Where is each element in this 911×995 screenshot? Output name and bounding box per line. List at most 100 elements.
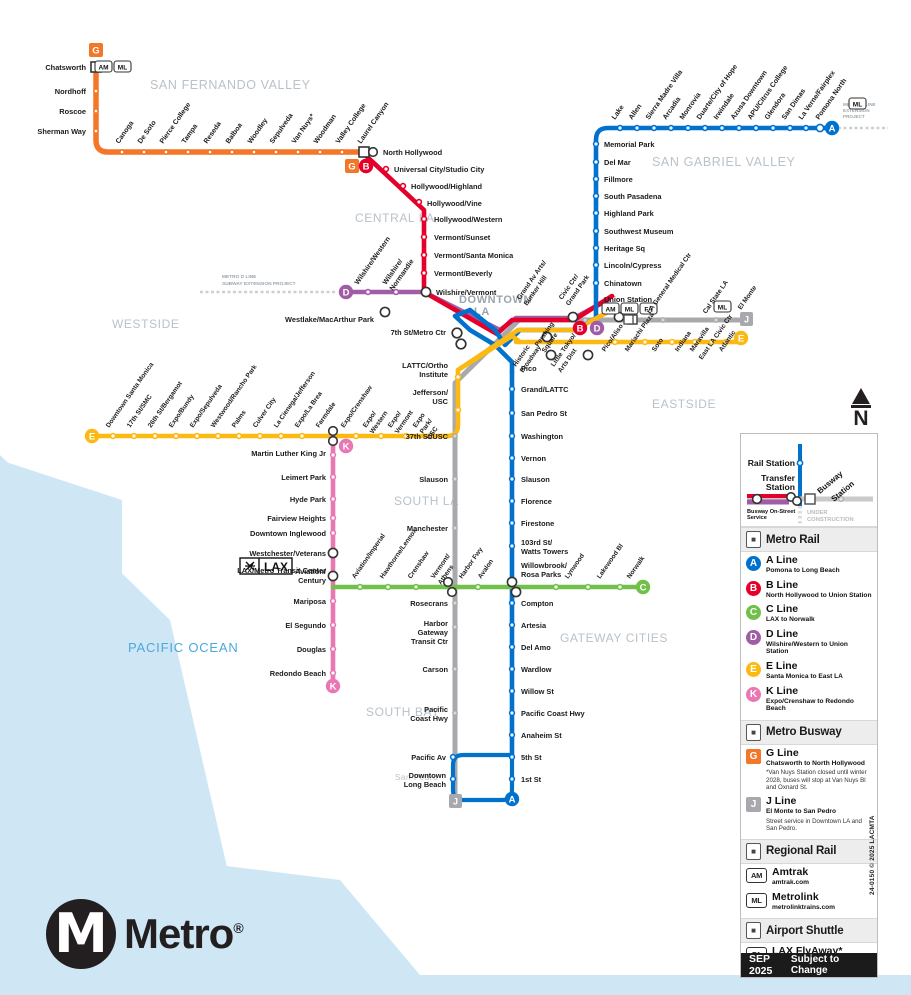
legend-line-desc: Expo/Crenshaw to Redondo Beach (766, 697, 854, 713)
key-transfer-station-dot (751, 493, 763, 505)
line-endpoint-bullets: G G B D B D A A E E K K C J (84, 43, 840, 808)
station-dot (352, 432, 360, 440)
rail-icon: ■ (746, 531, 761, 548)
station-label: Slauson (419, 475, 448, 484)
key-busway-onstreet-label2: Service (747, 515, 767, 521)
station-dot (384, 583, 392, 591)
station-dot (582, 317, 588, 323)
station-dot (235, 432, 243, 440)
station-dot (412, 583, 420, 591)
station-dot (420, 233, 428, 241)
station-dot (592, 140, 600, 148)
station-label: Mariposa (294, 597, 327, 606)
station-label: Sherman Way (37, 127, 86, 136)
station-label: Institute (419, 370, 448, 379)
north-arrow-bar (851, 405, 871, 408)
svg-text:ML: ML (718, 305, 727, 312)
legend-section-title: Metro Busway (766, 726, 842, 739)
station-dot (377, 432, 385, 440)
d-line-bullet: D (746, 629, 761, 645)
station-dot (356, 583, 364, 591)
svg-text:J: J (744, 315, 749, 325)
station-transfer-expo-crenshaw-2 (327, 435, 339, 447)
station-label: Hollywood/Vine (427, 199, 482, 208)
station-transfer-harbor-fwy-2 (446, 586, 458, 598)
station-label: Hollywood/Highland (411, 182, 483, 191)
bullet-k-expo-crenshaw (338, 438, 354, 454)
legend-entry-j-line[interactable]: J J Line El Monte to San Pedro Street se… (741, 793, 877, 834)
legend-entry-b-line[interactable]: B B Line North Hollywood to Union Statio… (741, 577, 877, 602)
station-dot (584, 583, 592, 591)
metrolink-icon (848, 97, 867, 110)
legend-entry-d-line[interactable]: D D Line Wilshire/Western to Union Stati… (741, 626, 877, 658)
station-dot (214, 432, 222, 440)
station-dot (273, 149, 279, 155)
j-line-bullet: J (746, 796, 761, 812)
legend-entry-k-line[interactable]: K K Line Expo/Crenshaw to Redondo Beach (741, 683, 877, 715)
legend-entry-e-line[interactable]: E E Line Santa Monica to East LA (741, 658, 877, 683)
svg-text:AM: AM (98, 65, 108, 72)
station-dot (508, 731, 516, 739)
station-dot (815, 123, 825, 133)
station-dot (329, 529, 337, 537)
station-dot (449, 753, 457, 761)
amtrak-badge: AM (746, 867, 767, 883)
legend-entry-c-line[interactable]: C C Line LAX to Norwalk (741, 601, 877, 626)
station-transfer-wilshire-vermont (420, 286, 432, 298)
station-label: San Pedro St (521, 409, 568, 418)
station-label: Union Station (604, 295, 653, 304)
e-line-bullet: E (746, 661, 761, 677)
legend-line-name: B Line (766, 578, 799, 591)
legend-entry-metrolink[interactable]: ML Metrolink metrolinktrains.com (741, 889, 877, 914)
legend-footer-note: Subject to Change (790, 954, 840, 976)
metrolink-icon (620, 302, 639, 315)
svg-text:C: C (640, 583, 647, 594)
bullet-g-noho (345, 159, 359, 173)
station-dot (454, 406, 462, 414)
station-dot (207, 149, 213, 155)
station-busway-cal-state-la (623, 314, 634, 325)
key-busway-station-box (804, 493, 816, 505)
legend-footer: SEP 2025 Subject to Change (741, 953, 877, 977)
map-connection-icons: AM ML AM ML FA ML ML LAX (94, 60, 867, 575)
station-dot (93, 128, 99, 134)
station-dot (508, 475, 516, 483)
station-dot (329, 473, 337, 481)
legend-entry-g-line[interactable]: G G Line Chatsworth to North Hollywood *… (741, 745, 877, 793)
station-label: Heritage Sq (604, 244, 646, 253)
station-label: Nordhoff (55, 87, 87, 96)
svg-text:D: D (343, 288, 350, 299)
station-label: Roscoe (59, 107, 86, 116)
station-label: Harbor (424, 619, 448, 628)
station-label: Slauson (521, 475, 550, 484)
station-dot (508, 709, 516, 717)
station-dot (452, 525, 458, 531)
project-label: SUBWAY EXTENSION PROJECT (222, 281, 296, 287)
station-dot (93, 108, 99, 114)
key-transfer-station-label: Transfer (761, 473, 796, 483)
station-dot (329, 514, 337, 522)
metro-logo-mark: M (46, 899, 116, 969)
regional-rail-icon: ■ (746, 842, 761, 860)
station-dot (329, 621, 337, 629)
station-dot (329, 451, 337, 459)
legend-entry-a-line[interactable]: A A Line Pomona to Long Beach (741, 552, 877, 577)
legend-entry-amtrak[interactable]: AM Amtrak amtrak.com (741, 864, 877, 889)
station-dot (339, 149, 345, 155)
station-label: 37th St/USC (406, 432, 449, 441)
legend-line-desc: North Hollywood to Union Station (766, 591, 872, 599)
station-dot (616, 124, 624, 132)
station-transfer-pershing (541, 331, 553, 343)
station-label: Pacific (424, 705, 448, 714)
station-dot (641, 338, 649, 346)
station-label: Washington (521, 432, 563, 441)
bullet-b-union (572, 320, 588, 336)
station-label: Willowbrook/ (521, 561, 567, 570)
station-dot (392, 288, 400, 296)
station-label: 5th St (521, 753, 542, 762)
station-transfer-aviation-century (327, 570, 339, 582)
station-dot (508, 687, 516, 695)
station-dot (185, 149, 191, 155)
metrolink-icon (113, 60, 132, 73)
legend-line-name: J Line (766, 794, 797, 807)
